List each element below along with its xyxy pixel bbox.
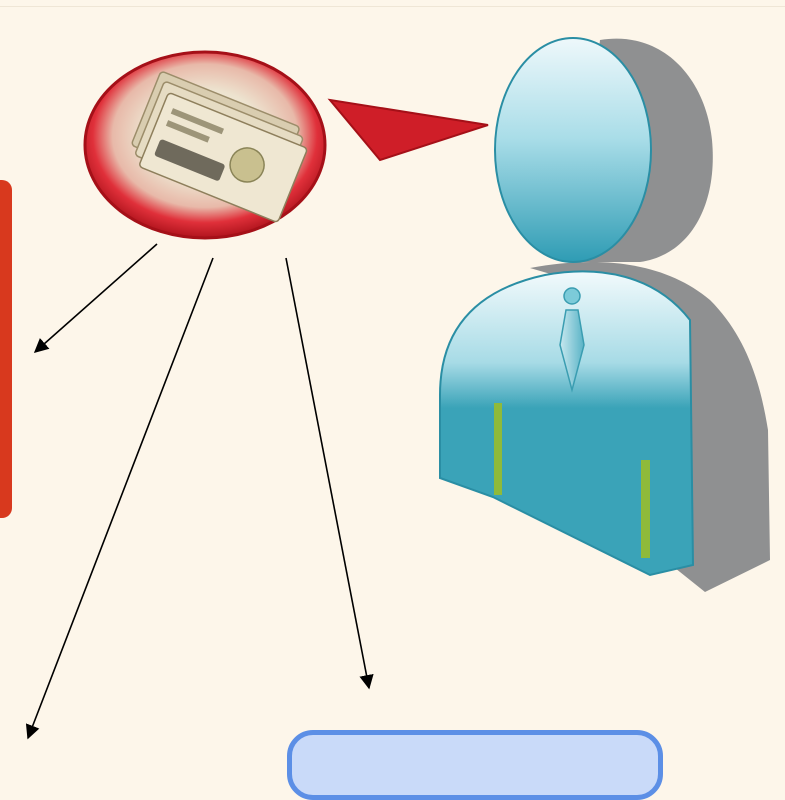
tie [559, 309, 585, 393]
bubble-tail [327, 98, 489, 162]
lapel-stripe-left [494, 403, 502, 495]
money-thought-bubble [83, 50, 489, 240]
businessman-figure [439, 37, 770, 592]
tie-knot [563, 287, 581, 305]
banknotes-icon [131, 71, 308, 223]
arrow-to-bottom-left [25, 257, 214, 740]
lapel-stripe-right [641, 460, 650, 558]
diagram-canvas [25, 37, 770, 740]
arrow-to-bottom-box [285, 257, 374, 690]
top-divider [0, 6, 785, 7]
head [494, 37, 652, 263]
left-red-box [0, 180, 12, 518]
arrow-to-left-box [33, 243, 158, 353]
arrows [25, 243, 374, 740]
body-front [439, 270, 695, 577]
